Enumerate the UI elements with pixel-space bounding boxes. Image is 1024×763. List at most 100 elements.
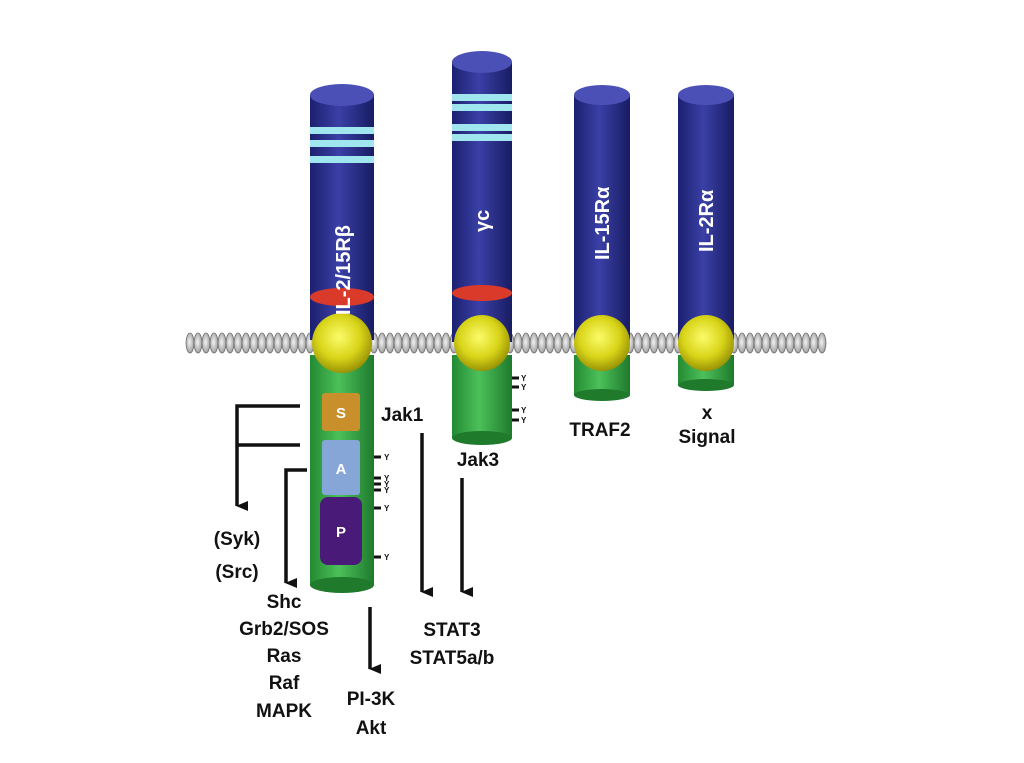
membrane-bead [409,332,419,354]
red-band [310,288,374,306]
svg-text:Y: Y [521,374,527,383]
stat5-label: STAT5a/b [410,648,495,669]
svg-text:Y: Y [384,474,390,483]
svg-text:Y: Y [384,553,390,562]
syk-label: (Syk) [214,529,260,550]
membrane-bead [265,332,275,354]
transmembrane-sphere [574,315,630,371]
membrane-bead [633,332,643,354]
receptor-label-il2ra: IL-2Rα [696,189,718,252]
membrane-bead [809,332,819,354]
membrane-bead [529,332,539,354]
membrane-bead [425,332,435,354]
receptor-label-gc: γc [472,210,494,232]
membrane-bead [657,332,667,354]
domain-p: P [320,497,362,565]
x-label: x [702,403,713,424]
receptor-il2-15rb: IL-2/15Rβ S A P Y Y Y Y Y Y [310,84,390,593]
membrane-bead [753,332,763,354]
membrane-bead [377,332,387,354]
membrane-bead [649,332,659,354]
membrane-bead [185,332,195,354]
membrane-bead [665,332,675,354]
receptor-il2ra: IL-2Rα [678,85,734,391]
svg-text:S: S [336,405,346,422]
tyrosine-residues-gc: Y Y Y Y [512,374,527,425]
membrane-bead [249,332,259,354]
membrane-bead [201,332,211,354]
membrane-bead [761,332,771,354]
jak1-label: Jak1 [381,405,424,426]
membrane-bead [281,332,291,354]
svg-text:Y: Y [384,480,390,489]
transmembrane-sphere [312,313,372,373]
membrane-bead [777,332,787,354]
membrane-bead [257,332,267,354]
src-label: (Src) [215,562,258,583]
membrane-bead [817,332,827,354]
membrane-bead [225,332,235,354]
membrane-bead [545,332,555,354]
raf-label: Raf [269,673,300,694]
membrane-bead [233,332,243,354]
membrane-bead [553,332,563,354]
membrane-bead [289,332,299,354]
mapk-label: MAPK [256,701,312,722]
membrane-bead [241,332,251,354]
pi3k-label: PI-3K [347,689,396,710]
arrow-to-shc-mapk [284,468,307,588]
shc-label: Shc [267,592,302,613]
extracellular-stripes [310,127,374,163]
svg-text:P: P [336,524,346,541]
red-band [452,285,512,301]
membrane-bead [297,332,307,354]
transmembrane-sphere [678,315,734,371]
signaling-arrows [235,404,473,674]
ras-label: Ras [267,646,302,667]
membrane-bead [273,332,283,354]
membrane-bead [433,332,443,354]
domain-a: A [322,440,360,495]
membrane-bead [745,332,755,354]
stat3-label: STAT3 [423,620,480,641]
grb2-sos-label: Grb2/SOS [239,619,329,640]
signal-label: Signal [678,427,735,448]
svg-text:Y: Y [521,406,527,415]
receptor-label-il15ra: IL-15Rα [592,186,614,260]
membrane-bead [785,332,795,354]
membrane-bead [561,332,571,354]
membrane-bead [417,332,427,354]
svg-text:Y: Y [384,504,390,513]
membrane-bead [513,332,523,354]
membrane-bead [401,332,411,354]
membrane-bead [793,332,803,354]
membrane-bead [385,332,395,354]
svg-text:A: A [336,461,347,478]
akt-label: Akt [356,718,387,739]
membrane-bead [537,332,547,354]
svg-text:Y: Y [384,486,390,495]
tyrosine-residues-il2-15rb: Y Y Y Y Y Y [374,453,390,562]
domain-s: S [322,393,360,431]
membrane-bead [769,332,779,354]
arrow-to-syk-src [235,404,300,511]
membrane-bead [641,332,651,354]
membrane-bead [441,332,451,354]
receptor-label-il2-15rb: IL-2/15Rβ [333,225,355,315]
receptor-il15ra: IL-15Rα [574,85,630,401]
svg-text:Y: Y [384,453,390,462]
traf2-label: TRAF2 [569,420,630,441]
extracellular-stripes [452,94,512,141]
jak3-label: Jak3 [457,450,499,471]
membrane-bead [737,332,747,354]
membrane-bead [521,332,531,354]
transmembrane-sphere [454,315,510,371]
membrane-bead [193,332,203,354]
membrane-bead [393,332,403,354]
svg-text:Y: Y [521,383,527,392]
membrane-bead [217,332,227,354]
membrane-bead [801,332,811,354]
receptor-gamma-c: γc Y Y Y Y [452,51,527,445]
svg-text:Y: Y [521,416,527,425]
